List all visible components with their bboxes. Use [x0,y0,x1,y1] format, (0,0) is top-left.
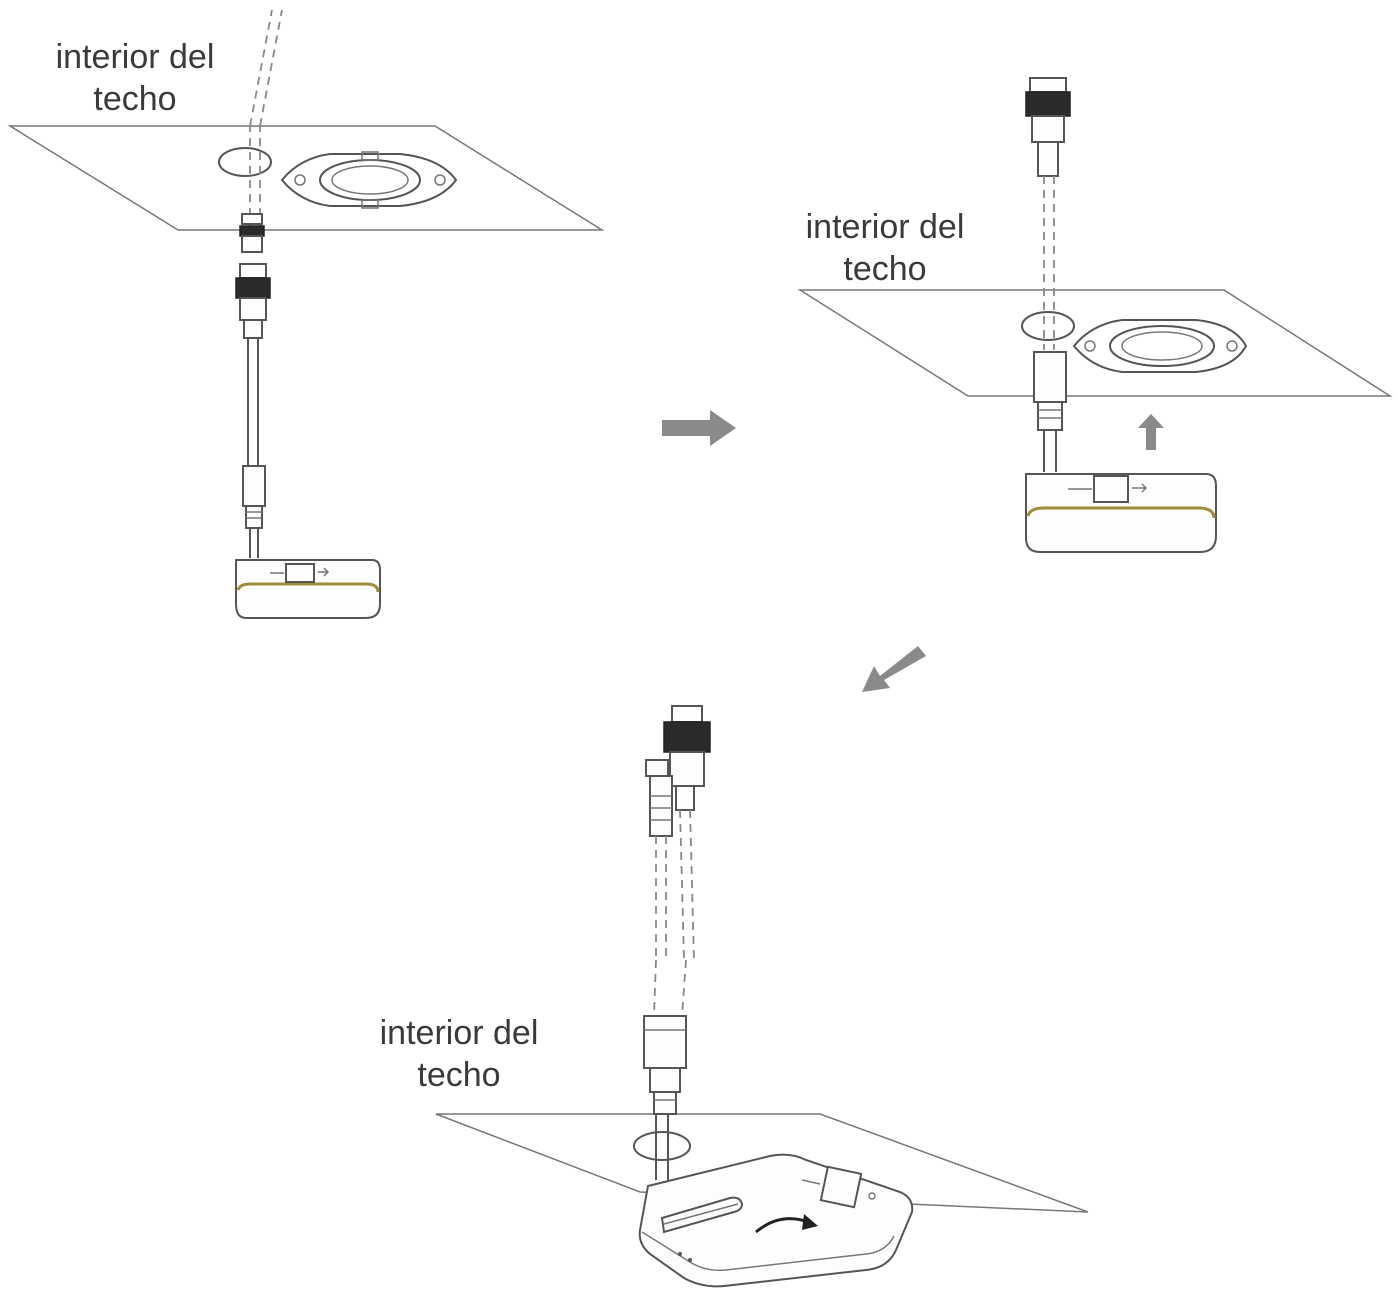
arrow-up-icon [1138,414,1164,450]
step1-mounting-bracket [280,151,458,209]
step1-lower-connector [242,465,266,558]
step2-cable-hole [1021,311,1075,341]
step2-label-line2: techo [843,250,927,288]
step1-cable-dashed [249,9,273,127]
step1-group [7,9,605,619]
step2-mounting-bracket [1072,319,1248,373]
step1-label-line1: interior del [55,38,215,76]
step2-ceiling-plane [797,289,1393,397]
arrow-right-icon [662,410,736,446]
step3-ceiling-plane [435,1113,1089,1213]
step2-access-point [1025,473,1217,553]
step3-label-line2: techo [417,1056,501,1094]
step1-ceiling-plane [7,125,605,231]
step1-cable-hole [218,147,272,177]
step2-label-line1: interior del [805,208,965,246]
step2-ceiling-label: interior del techo [790,206,980,290]
step3-cable-coupler [643,1015,687,1115]
step1-cable-coupler [235,263,271,339]
curved-arrow-icon [755,1214,818,1234]
step2-lower-connector [1033,351,1067,472]
arrow-down-left-icon [862,646,926,692]
step1-label-line2: techo [93,80,177,118]
step1-ceiling-label: interior del techo [40,36,230,120]
step2-upper-connector [1025,77,1071,177]
step3-label-line1: interior del [379,1014,539,1052]
step3-upper-connectors [645,705,711,837]
step1-access-point [235,559,381,619]
step2-group [797,77,1393,553]
step3-group [435,705,1089,1288]
step1-ethernet-connector [239,213,265,253]
step3-cable-hole [633,1131,691,1161]
step3-ceiling-label: interior del techo [364,1012,554,1096]
